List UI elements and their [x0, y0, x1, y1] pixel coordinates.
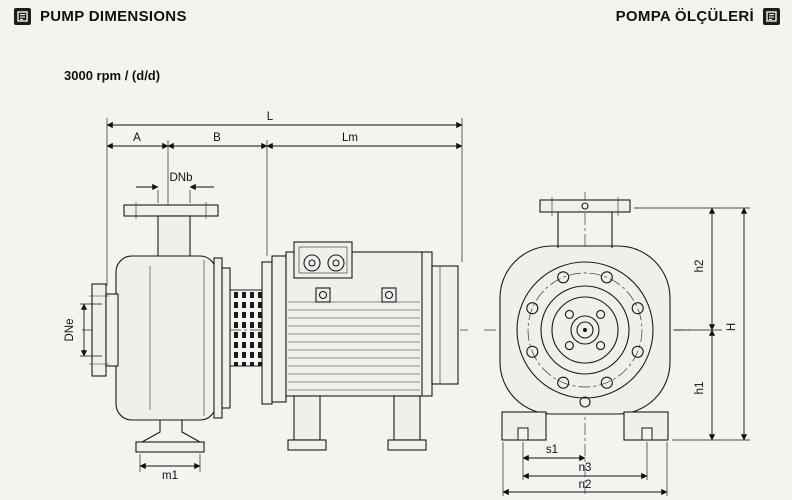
dim-label-L: L	[267, 111, 274, 123]
dim-label-DNe: DNe	[64, 318, 76, 341]
motor-foot	[293, 395, 321, 441]
suction-flange	[91, 283, 107, 377]
gland-bolts	[564, 309, 606, 351]
dim-label-n2: n2	[579, 479, 592, 491]
dim-label-B: B	[213, 132, 221, 144]
pump-foot	[141, 420, 201, 443]
discharge-flange	[123, 204, 219, 217]
dim-label-H: H	[726, 323, 738, 331]
suction-neck	[105, 293, 119, 367]
discharge-flange-front	[539, 199, 631, 213]
dim-label-n3: n3	[579, 462, 592, 474]
dim-label-A: A	[133, 132, 141, 144]
coupling-guard	[229, 289, 263, 367]
side-view: L A B Lm DNb DNe	[64, 111, 468, 482]
dim-label-Lm: Lm	[342, 132, 358, 144]
anchor-slot-left	[517, 427, 529, 441]
page-title-tr: POMPA ÖLÇÜLERİ	[615, 8, 754, 25]
dim-label-s1: s1	[546, 444, 558, 456]
motor-foot	[393, 395, 421, 441]
discharge-pipe	[157, 215, 191, 259]
lifting-lug	[315, 287, 331, 303]
book-icon	[14, 8, 31, 25]
lifting-lug	[381, 287, 397, 303]
motor-flange	[271, 255, 287, 403]
book-icon-glyph	[17, 11, 28, 22]
shaft-end	[576, 321, 594, 339]
dim-label-h2: h2	[694, 260, 706, 273]
fan-cover	[431, 265, 459, 385]
cable-gland	[303, 254, 321, 272]
dim-label-m1: m1	[162, 470, 178, 482]
shaft-hub	[570, 315, 600, 345]
motor-fins	[288, 301, 420, 391]
speed-subtitle: 3000 rpm / (d/d)	[64, 68, 161, 83]
casing-bolts	[526, 271, 644, 389]
dim-label-DNb: DNb	[169, 172, 192, 184]
drain-plug	[579, 396, 591, 408]
anchor-slot-right	[641, 427, 653, 441]
pump-foot-base	[135, 441, 205, 453]
motor-adapter	[261, 261, 273, 405]
page-title-en: PUMP DIMENSIONS	[40, 8, 187, 25]
vent-plug	[581, 202, 589, 210]
header-right: POMPA ÖLÇÜLERİ	[616, 8, 780, 25]
book-icon-glyph	[766, 11, 777, 22]
book-icon	[763, 8, 780, 25]
casing-backplate	[213, 257, 223, 419]
motor-foot-pad	[387, 439, 427, 451]
header-left: PUMP DIMENSIONS	[14, 8, 187, 25]
pump-casing	[115, 255, 217, 421]
dim-label-h1: h1	[694, 382, 706, 395]
motor-foot-pad	[287, 439, 327, 451]
bolt-circle	[527, 272, 643, 388]
adapter-plate	[221, 267, 231, 409]
front-view: h2 h1 H s1 n3 n2	[484, 192, 750, 496]
casing-face	[516, 261, 654, 399]
cable-gland	[327, 254, 345, 272]
terminal-box	[293, 241, 353, 279]
